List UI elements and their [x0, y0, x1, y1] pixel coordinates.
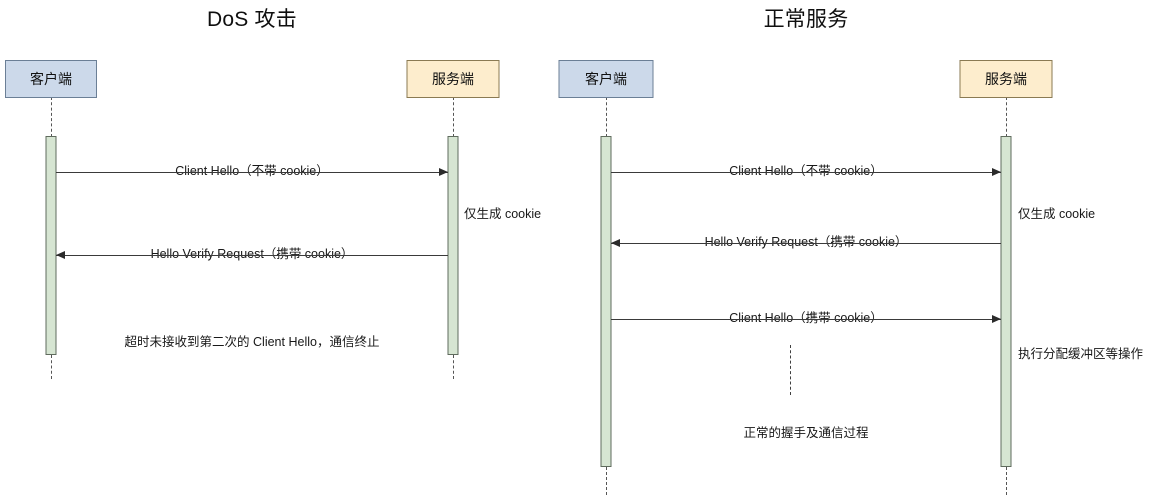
- participant-normal-client[interactable]: 客户端: [558, 60, 654, 98]
- divider-normal-continuation: [790, 345, 791, 395]
- lifeline-dos-client-bottom: [51, 355, 52, 379]
- panel-title-dos-attack: DoS 攻击: [207, 8, 297, 31]
- panel-title-normal-service: 正常服务: [763, 8, 849, 31]
- arrow-head-normal-client-hello-with-cookie: [992, 314, 1001, 323]
- arrow-head-normal-hello-verify-request: [611, 238, 620, 247]
- lifeline-normal-client-bottom: [606, 467, 607, 495]
- lifeline-normal-server-top: [1006, 97, 1007, 137]
- lifeline-dos-server-top: [453, 97, 454, 137]
- participant-dos-client[interactable]: 客户端: [5, 60, 97, 98]
- arrow-head-dos-hello-verify-request: [56, 250, 65, 259]
- activation-normal-client: [600, 136, 612, 467]
- note-dos-timeout: 超时未接收到第二次的 Client Hello，通信终止: [124, 335, 380, 349]
- message-line-normal-hello-verify-request: [611, 243, 1001, 244]
- lifeline-normal-client-top: [606, 97, 607, 137]
- participant-dos-server[interactable]: 服务端: [406, 60, 500, 98]
- message-label-normal-client-hello-with-cookie: Client Hello（携带 cookie）: [729, 311, 883, 325]
- message-line-normal-client-hello-with-cookie: [611, 319, 1001, 320]
- activation-dos-server: [447, 136, 459, 355]
- activation-normal-server: [1000, 136, 1012, 467]
- message-line-dos-client-hello: [56, 172, 448, 173]
- activation-dos-client: [45, 136, 57, 355]
- note-normal-allocate-buffer: 执行分配缓冲区等操作: [1018, 347, 1144, 361]
- arrow-head-normal-client-hello-no-cookie: [992, 167, 1001, 176]
- message-line-normal-client-hello-no-cookie: [611, 172, 1001, 173]
- note-dos-generate-cookie: 仅生成 cookie: [464, 207, 542, 221]
- message-line-dos-hello-verify-request: [56, 255, 448, 256]
- lifeline-dos-server-bottom: [453, 355, 454, 379]
- message-label-dos-client-hello: Client Hello（不带 cookie）: [175, 164, 329, 178]
- lifeline-normal-server-bottom: [1006, 467, 1007, 495]
- participant-normal-server-label: 服务端: [985, 71, 1027, 87]
- message-label-normal-hello-verify-request: Hello Verify Request（携带 cookie）: [704, 235, 908, 249]
- participant-normal-client-label: 客户端: [585, 71, 627, 87]
- note-normal-generate-cookie: 仅生成 cookie: [1018, 207, 1096, 221]
- participant-dos-client-label: 客户端: [30, 71, 72, 87]
- message-label-normal-client-hello-no-cookie: Client Hello（不带 cookie）: [729, 164, 883, 178]
- note-normal-handshake-process: 正常的握手及通信过程: [743, 426, 869, 440]
- lifeline-dos-client-top: [51, 97, 52, 137]
- arrow-head-dos-client-hello: [439, 167, 448, 176]
- participant-dos-server-label: 服务端: [432, 71, 474, 87]
- participant-normal-server[interactable]: 服务端: [959, 60, 1053, 98]
- message-label-dos-hello-verify-request: Hello Verify Request（携带 cookie）: [150, 247, 354, 261]
